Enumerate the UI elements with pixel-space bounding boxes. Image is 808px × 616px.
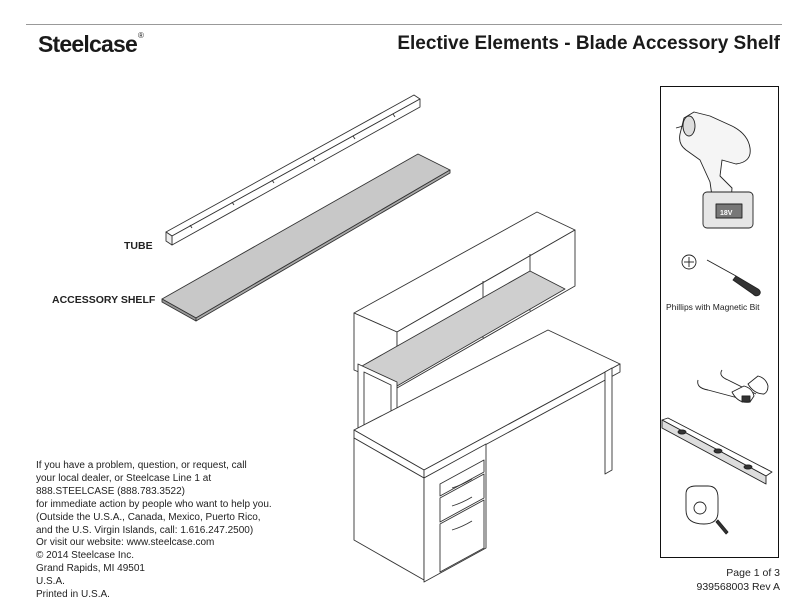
- accessory-shelf-label: ACCESSORY SHELF: [52, 294, 156, 306]
- contact-line: 888.STEELCASE (888.783.3522): [36, 485, 185, 497]
- contact-line: for immediate action by people who want …: [36, 498, 272, 510]
- contact-line: your local dealer, or Steelcase Line 1 a…: [36, 472, 212, 484]
- contact-line: U.S.A.: [36, 576, 65, 588]
- page-title: Elective Elements - Blade Accessory Shel…: [397, 33, 780, 54]
- tape-measure-icon: [685, 485, 729, 535]
- header-rule: [26, 24, 782, 25]
- tube-label: TUBE: [124, 240, 153, 252]
- screwdriver-caption: Phillips with Magnetic Bit: [666, 302, 760, 312]
- document-number: 939568003 Rev A: [696, 581, 781, 593]
- drill-icon: [675, 111, 754, 229]
- contact-line: and the U.S. Virgin Islands, call: 1.616…: [36, 524, 254, 536]
- registered-mark: ®: [137, 31, 144, 40]
- contact-line: © 2014 Steelcase Inc.: [36, 550, 134, 562]
- contact-line: Or visit our website: www.steelcase.com: [36, 537, 215, 549]
- steelcase-logo: Steelcase®: [38, 31, 144, 58]
- page-info: Page 1 of 3 939568003 Rev A: [697, 566, 781, 594]
- tube-drawing: [165, 94, 421, 246]
- tools-required-panel: [660, 86, 779, 558]
- contact-info: If you have a problem, question, or requ…: [36, 460, 272, 602]
- phillips-screwdriver-icon: [681, 254, 761, 297]
- contact-line: Grand Rapids, MI 49501: [36, 563, 145, 575]
- brand-name: Steelcase: [38, 31, 138, 57]
- desk-hutch-drawing: [353, 211, 621, 583]
- level-icon: [661, 417, 773, 485]
- contact-line: Printed in U.S.A.: [36, 589, 110, 601]
- drill-battery-label: 18V: [720, 210, 733, 217]
- accessory-shelf-drawing: [161, 153, 451, 322]
- safety-glasses-icon: [697, 369, 769, 403]
- page-number: Page 1 of 3: [726, 567, 780, 579]
- contact-line: If you have a problem, question, or requ…: [36, 460, 247, 471]
- contact-line: (Outside the U.S.A., Canada, Mexico, Pue…: [36, 511, 261, 523]
